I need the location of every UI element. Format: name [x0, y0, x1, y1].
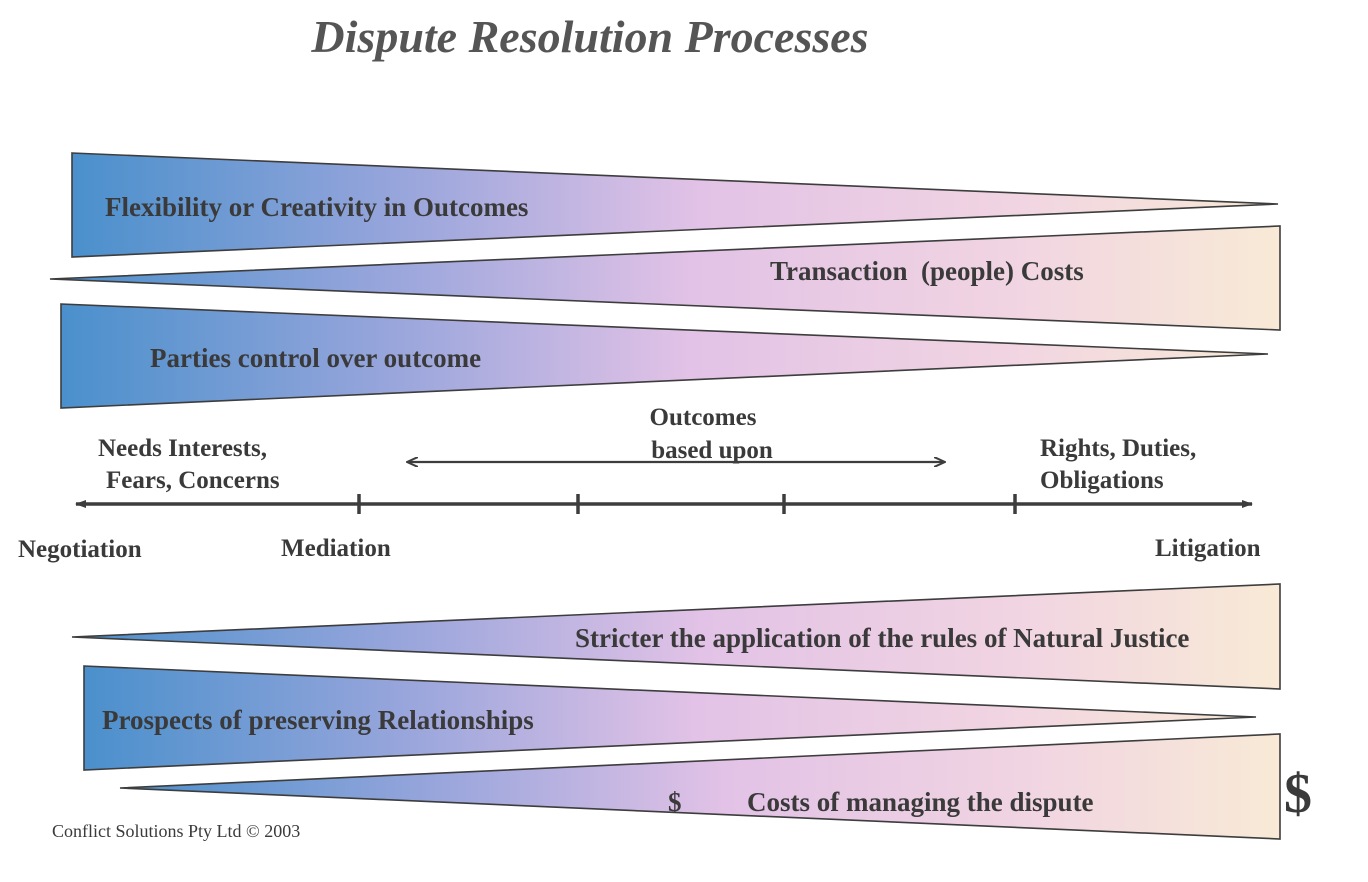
note-outcomes-line-2: based upon: [651, 437, 773, 464]
wedge-flexibility: [71, 152, 1279, 258]
band-natural-justice: Stricter the application of the rules of…: [71, 583, 1281, 690]
spectrum-axis: [75, 494, 1253, 514]
process-mediation: Mediation: [281, 535, 391, 562]
band-preserving-relationships: Prospects of preserving Relationships: [83, 665, 1257, 771]
note-needs-line-1: Needs Interests,: [98, 435, 267, 462]
band-label-costs-managing: Costs of managing the dispute: [747, 787, 1094, 817]
wedge-costs-managing: [119, 733, 1281, 840]
big-dollar-sign: $: [1284, 763, 1312, 825]
band-transaction-costs: Transaction (people) Costs: [49, 225, 1281, 331]
band-label-natural-justice: Stricter the application of the rules of…: [575, 623, 1189, 653]
band-label-preserving-relationships: Prospects of preserving Relationships: [102, 705, 534, 735]
band-parties-control: Parties control over outcome: [60, 303, 1269, 409]
note-outcomes-based-upon: Outcomes based upon: [650, 404, 773, 464]
note-outcomes-line-1: Outcomes: [650, 404, 757, 431]
wedge-parties-control: [60, 303, 1269, 409]
band-costs-managing: $ Costs of managing the dispute: [119, 733, 1281, 840]
wedge-natural-justice: [71, 583, 1281, 690]
process-litigation: Litigation: [1155, 535, 1261, 562]
note-needs-line-2: Fears, Concerns: [106, 467, 280, 494]
note-rights-line-1: Rights, Duties,: [1040, 435, 1196, 462]
band-label-flexibility: Flexibility or Creativity in Outcomes: [105, 192, 528, 222]
band-flexibility: Flexibility or Creativity in Outcomes: [71, 152, 1279, 258]
small-dollar-sign: $: [668, 787, 682, 817]
band-label-parties-control: Parties control over outcome: [150, 343, 481, 373]
wedge-transaction-costs: [49, 225, 1281, 331]
wedge-preserving-relationships: [83, 665, 1257, 771]
note-rights-line-2: Obligations: [1040, 467, 1164, 494]
band-label-transaction-costs: Transaction (people) Costs: [770, 256, 1084, 286]
note-needs-interests: Needs Interests, Fears, Concerns: [98, 435, 280, 494]
copyright-footer: Conflict Solutions Pty Ltd © 2003: [52, 821, 300, 841]
diagram-title: Dispute Resolution Processes: [310, 11, 868, 62]
process-negotiation: Negotiation: [18, 536, 142, 563]
note-rights-duties: Rights, Duties, Obligations: [1040, 435, 1196, 494]
